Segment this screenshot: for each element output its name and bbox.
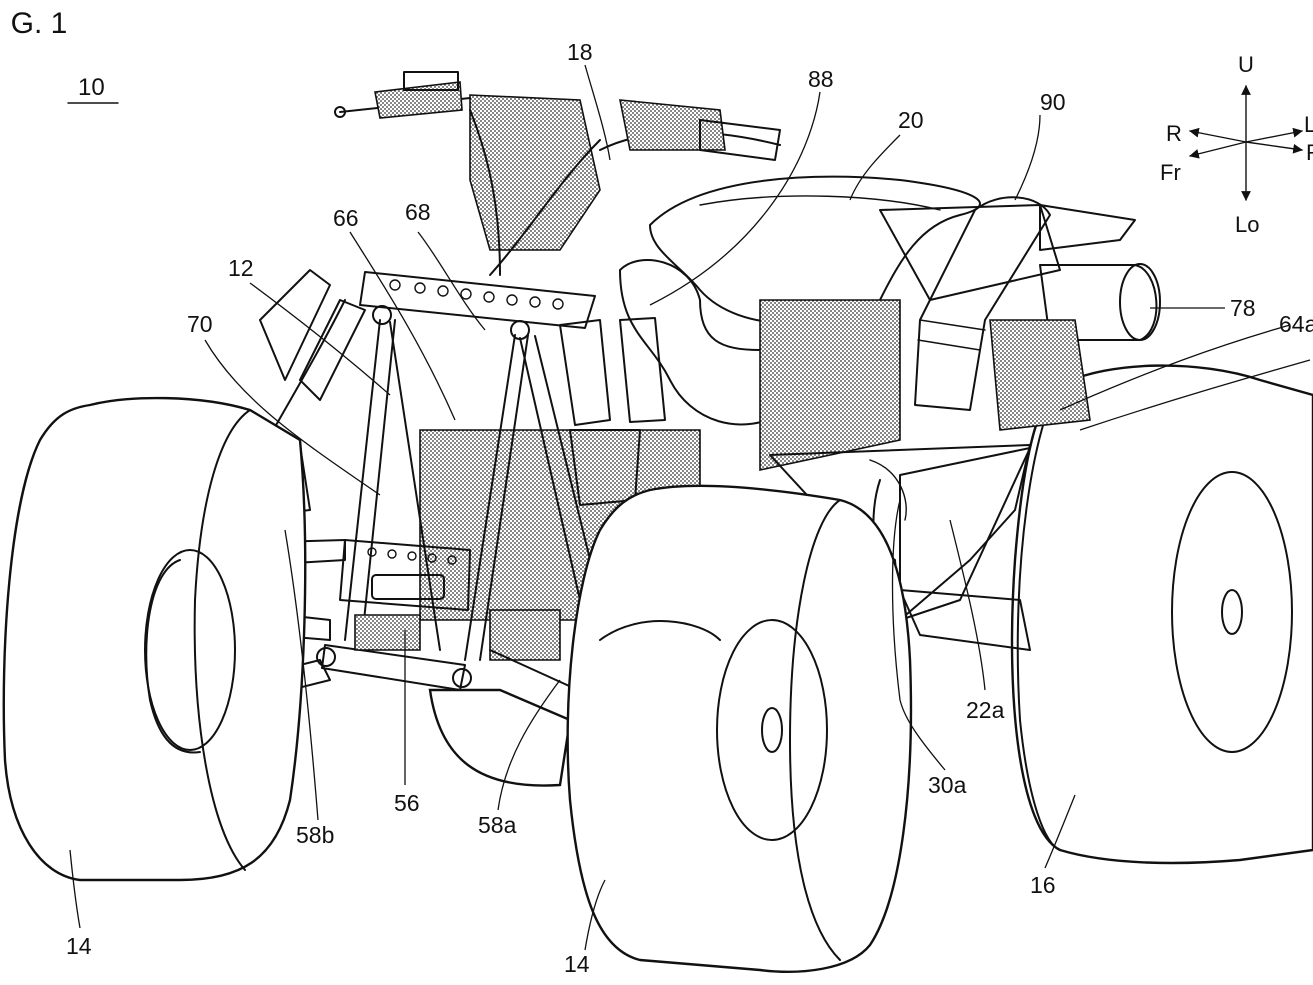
reference-labels: 18 88 20 90 66 68 12 70 78 64a 22a 30a 5… — [66, 39, 1313, 977]
direction-front-label: Fr — [1160, 160, 1181, 185]
ref-label-16: 16 — [1030, 872, 1056, 898]
direction-down-label: Lo — [1235, 212, 1259, 237]
lower-plate-holes — [367, 547, 457, 565]
ref-label-18: 18 — [567, 39, 593, 65]
atv-drawing — [2, 64, 1313, 973]
handlebar — [334, 71, 781, 276]
direction-right-label: R — [1166, 121, 1182, 146]
front-frame — [254, 269, 666, 691]
ref-label-14-front: 14 — [564, 951, 590, 977]
ref-label-64a: 64a — [1279, 311, 1313, 337]
ref-label-14-left: 14 — [66, 933, 92, 959]
ref-label-12: 12 — [228, 255, 254, 281]
figure-title: I G. 1 — [0, 7, 67, 40]
front-left-wheel-shape — [2, 396, 307, 882]
ref-label-90: 90 — [1040, 89, 1066, 115]
ref-label-70: 70 — [187, 311, 213, 337]
rear-left-wheel-shape — [428, 688, 572, 787]
ref-label-20: 20 — [898, 107, 924, 133]
direction-rear-label-cut: Rr — [1306, 140, 1313, 165]
leader-lines — [69, 64, 1311, 951]
direction-up-label: U — [1238, 52, 1254, 77]
top-bar-holes — [389, 279, 564, 310]
front-center-wheel-shape — [566, 484, 913, 973]
main-reference-number: 10 — [78, 74, 105, 101]
ref-label-58b: 58b — [296, 822, 334, 848]
ref-label-58a: 58a — [478, 812, 517, 838]
direction-indicator: U Lo R Fr L Rr — [1160, 52, 1313, 237]
ref-label-30a: 30a — [928, 772, 967, 798]
ref-label-88: 88 — [808, 66, 834, 92]
ref-label-78: 78 — [1230, 295, 1256, 321]
rear-right-wheel-shape — [1010, 364, 1313, 865]
ref-label-68: 68 — [405, 199, 431, 225]
direction-left-label-cut: L — [1304, 112, 1313, 137]
ref-label-56: 56 — [394, 790, 420, 816]
ref-label-66: 66 — [333, 205, 359, 231]
ref-label-22a: 22a — [966, 697, 1005, 723]
